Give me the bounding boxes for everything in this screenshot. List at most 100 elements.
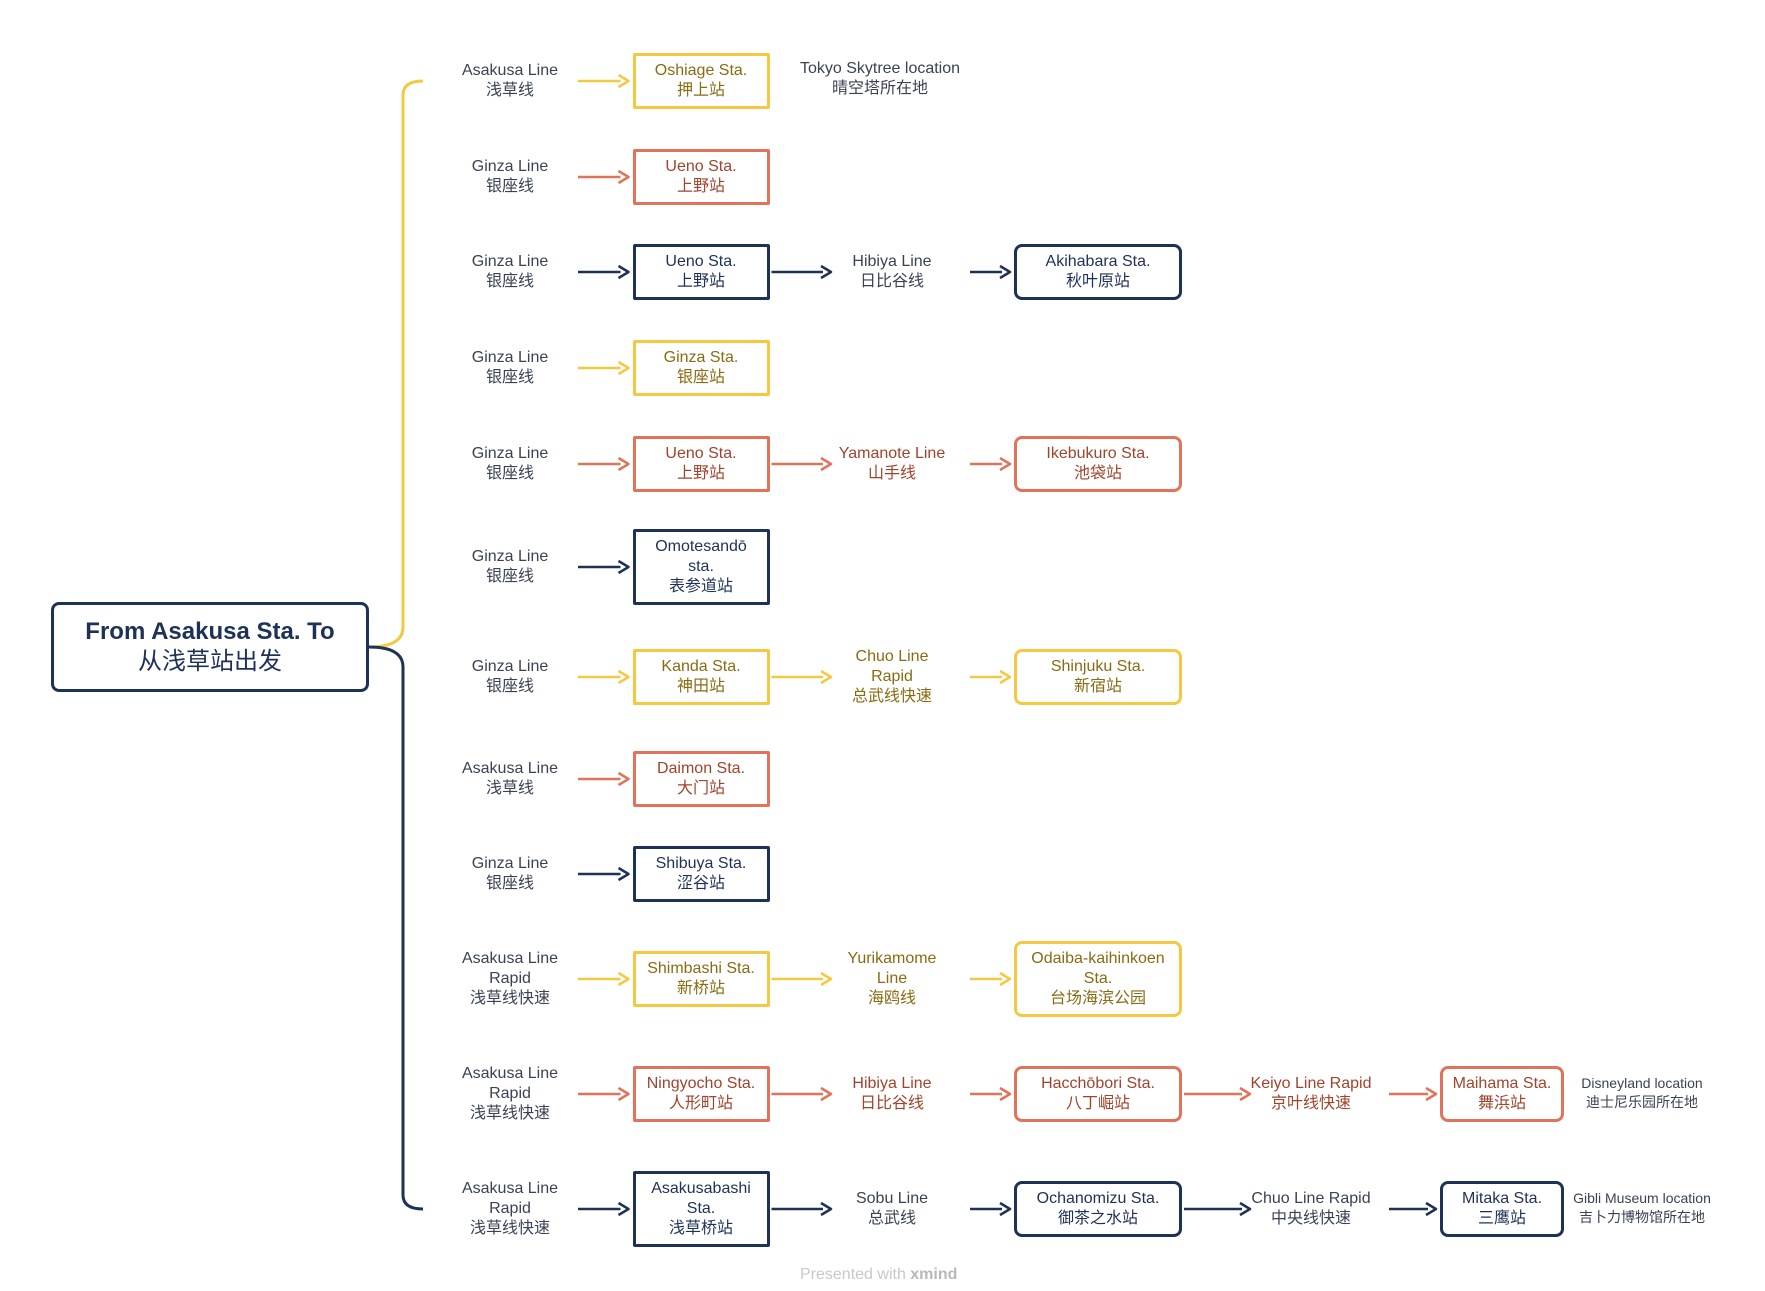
station-box-text-line: Shinjuku Sta.: [1050, 658, 1146, 675]
arrow-icon: [820, 669, 833, 685]
line-label-text-line: 总武线快速: [851, 688, 932, 705]
station-box-text-line: Ningyocho Sta.: [646, 1075, 756, 1092]
line-label-text-line: 浅草线: [485, 82, 534, 99]
root-title-zh: 从浅草站出发: [138, 648, 282, 675]
station-box[interactable]: Ikebukuro Sta.池袋站: [1014, 436, 1182, 492]
line-label-text-line: 总武线: [867, 1210, 916, 1227]
station-box-text-line: Akihabara Sta.: [1045, 253, 1151, 270]
footer-brand: xmind: [910, 1266, 958, 1283]
arrow-icon: [617, 1201, 630, 1217]
arrow-icon: [820, 1086, 833, 1102]
station-box[interactable]: Maihama Sta.舞浜站: [1440, 1066, 1564, 1122]
arrow-icon: [617, 971, 630, 987]
footer-credit: Presented with xmind: [800, 1266, 957, 1284]
line-label-text-line: Keiyo Line Rapid: [1250, 1075, 1372, 1092]
station-box-text-line: Ueno Sta.: [665, 445, 737, 462]
station-box-text-line: 秋叶原站: [1065, 273, 1130, 290]
station-box-text-line: 舞浜站: [1477, 1095, 1526, 1112]
station-box[interactable]: Oshiage Sta.押上站: [632, 53, 770, 109]
station-box-text-line: Sta.: [1083, 970, 1113, 987]
station-box[interactable]: Kanda Sta. 神田站: [632, 649, 770, 705]
station-box[interactable]: Ueno Sta. 上野站: [632, 149, 770, 205]
line-label-text-line: Rapid: [871, 668, 913, 685]
arrow-icon: [617, 73, 630, 89]
station-box-text-line: 台场海滨公园: [1049, 990, 1146, 1007]
station-box[interactable]: Ochanomizu Sta. 御茶之水站: [1014, 1181, 1182, 1237]
line-label-text-line: 银座线: [485, 273, 534, 290]
arrow-icon: [999, 1086, 1012, 1102]
station-box-text-line: Hacchōbori Sta.: [1041, 1075, 1155, 1092]
station-box[interactable]: Daimon Sta.大门站: [632, 751, 770, 807]
line-label-text-line: Line: [876, 970, 908, 987]
station-box-text-line: Kanda Sta.: [661, 658, 741, 675]
line-label-text-line: Sobu Line: [855, 1190, 929, 1207]
line-label-text-line: Asakusa Line: [461, 1065, 559, 1082]
station-box[interactable]: Hacchōbori Sta.八丁崛站: [1014, 1066, 1182, 1122]
station-box-text-line: 涩谷站: [676, 875, 725, 892]
station-box[interactable]: Shimbashi Sta.新桥站: [632, 951, 770, 1007]
station-box-text-line: Asakusabashi: [651, 1180, 751, 1197]
root-topic[interactable]: From Asakusa Sta. To 从浅草站出发: [51, 602, 369, 692]
arrow-icon: [617, 559, 630, 575]
footer-prefix: Presented with: [800, 1266, 911, 1283]
station-box-text-line: Ochanomizu Sta.: [1036, 1190, 1160, 1207]
line-label-text-line: Rapid: [489, 1200, 531, 1217]
station-box-text-line: 上野站: [676, 178, 725, 195]
line-label-text-line: Yamanote Line: [838, 445, 946, 462]
station-box[interactable]: Akihabara Sta. 秋叶原站: [1014, 244, 1182, 300]
line-label: Sobu Line 总武线: [817, 1189, 967, 1229]
line-label-text-line: 山手线: [867, 465, 916, 482]
line-label: Yamanote Line 山手线: [817, 444, 967, 484]
arrow-icon: [999, 669, 1012, 685]
station-box-text-line: Ueno Sta.: [665, 158, 737, 175]
line-label-text-line: 中央线快速: [1270, 1210, 1351, 1227]
station-box-text-line: 上野站: [676, 273, 725, 290]
station-box-text-line: Daimon Sta.: [656, 760, 746, 777]
arrow-icon: [999, 971, 1012, 987]
station-box[interactable]: Ueno Sta. 上野站: [632, 436, 770, 492]
location-note-text-line: 晴空塔所在地: [831, 80, 928, 97]
station-box[interactable]: Ningyocho Sta.人形町站: [632, 1066, 770, 1122]
line-label-text-line: 京叶线快速: [1270, 1095, 1351, 1112]
line-label-text-line: 浅草线快速: [469, 990, 550, 1007]
arrow-icon: [1239, 1086, 1252, 1102]
location-note-text-line: Disneyland location: [1581, 1075, 1703, 1091]
arrow-icon: [820, 1201, 833, 1217]
line-label-text-line: Ginza Line: [471, 349, 549, 366]
line-label-text-line: 浅草线快速: [469, 1105, 550, 1122]
station-box[interactable]: Ginza Sta.银座站: [632, 340, 770, 396]
arrow-icon: [999, 264, 1012, 280]
station-box-text-line: Omotesandō: [655, 538, 747, 555]
station-box-text-line: 神田站: [676, 678, 725, 695]
station-box[interactable]: Ueno Sta.上野站: [632, 244, 770, 300]
line-label-text-line: Asakusa Line: [461, 950, 559, 967]
station-box[interactable]: Shinjuku Sta.新宿站: [1014, 649, 1182, 705]
station-box-text-line: 御茶之水站: [1057, 1210, 1138, 1227]
station-box-text-line: sta.: [688, 558, 714, 575]
line-label-text-line: Hibiya Line: [852, 1075, 932, 1092]
station-box[interactable]: Shibuya Sta.涩谷站: [632, 846, 770, 902]
station-box[interactable]: Mitaka Sta.三鹰站: [1440, 1181, 1564, 1237]
line-label-text-line: Ginza Line: [471, 445, 549, 462]
line-label-text-line: 银座线: [485, 178, 534, 195]
location-note-text-line: 迪士尼乐园所在地: [1586, 1094, 1698, 1110]
station-box-text-line: 上野站: [676, 465, 725, 482]
arrow-icon: [999, 456, 1012, 472]
line-label-text-line: 银座线: [485, 568, 534, 585]
